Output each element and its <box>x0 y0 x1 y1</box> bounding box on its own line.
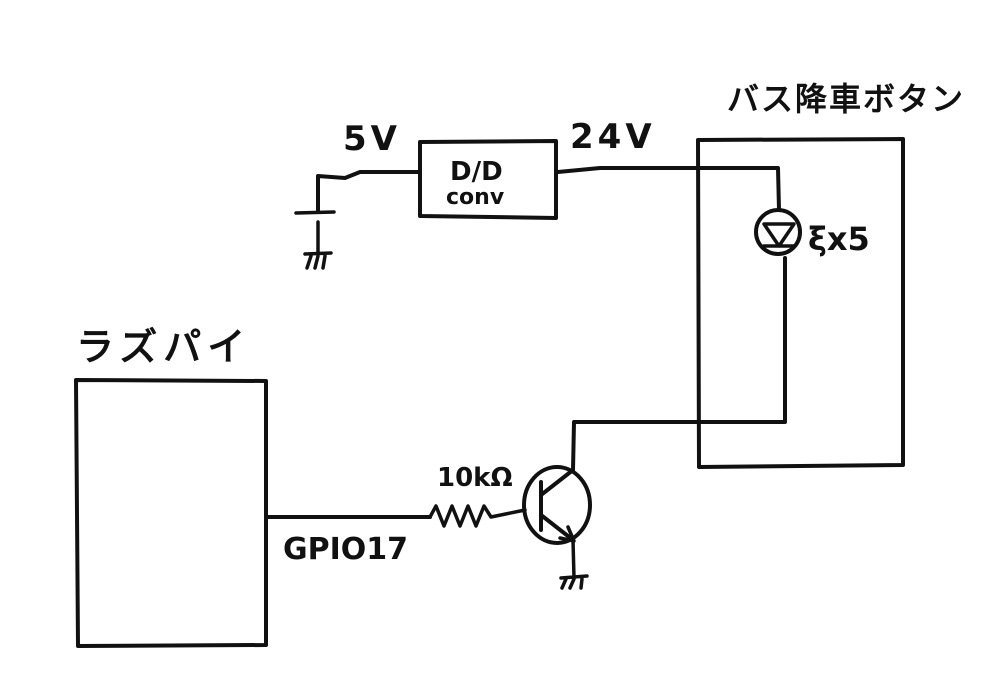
resistor-label: 10kΩ <box>437 463 513 493</box>
transistor-ground <box>559 538 589 590</box>
bus-button-label: バス降車ボタン <box>727 80 965 118</box>
transistor-symbol <box>522 465 592 545</box>
bus-button-box <box>696 137 905 469</box>
converter-output-wire <box>556 166 781 212</box>
led-count-label: ξx5 <box>808 220 870 258</box>
dc-dc-converter-box <box>418 139 558 220</box>
gpio-label: GPIO17 <box>283 532 408 567</box>
converter-label-line1: D/D <box>450 157 503 187</box>
transistor-emitter <box>539 513 575 542</box>
collector-wire <box>571 256 787 472</box>
led-triangle <box>762 222 796 248</box>
voltage-out-label: 24V <box>570 117 656 157</box>
resistor-symbol <box>428 504 527 528</box>
raspberry-pi-label: ラズパイ <box>76 325 251 369</box>
source-ground <box>294 210 336 270</box>
converter-label-line2: conv <box>446 185 505 210</box>
transistor-collector <box>539 468 575 497</box>
converter-input-wire <box>316 170 422 214</box>
raspberry-pi-box <box>74 378 268 648</box>
voltage-in-label: 5V <box>343 119 401 159</box>
